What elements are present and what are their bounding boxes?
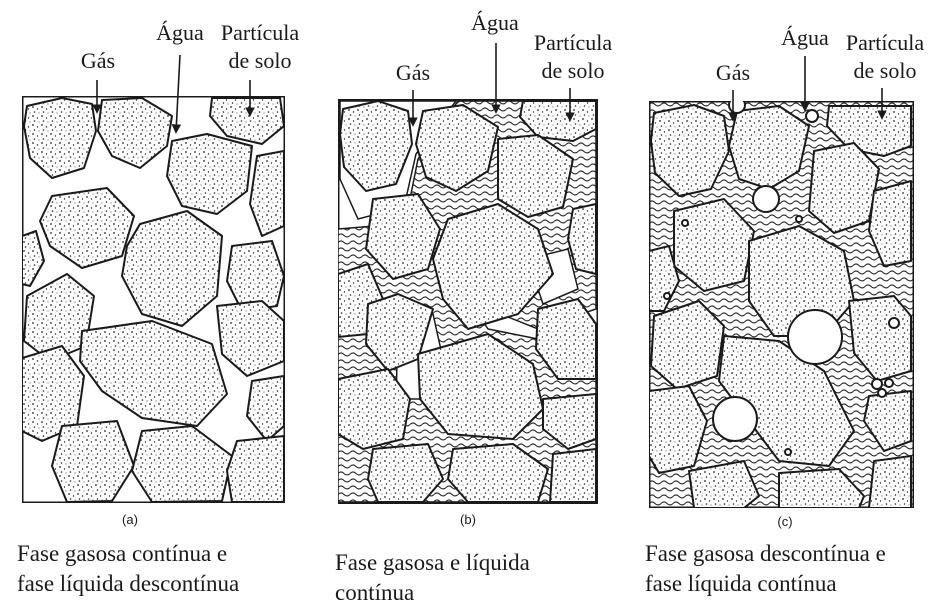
particle-label-b-line1: Partícula xyxy=(518,30,628,56)
caption-c-line2: fase líquida contínua xyxy=(645,569,886,599)
particle-label-c-line1: Partícula xyxy=(830,30,940,56)
particle-label-a-line2: de solo xyxy=(210,48,310,74)
gas-label-b: Gás xyxy=(378,60,448,86)
particle-label-c-line2: de solo xyxy=(835,58,935,84)
caption-c: Fase gasosa descontínua e fase líquida c… xyxy=(645,539,886,599)
gas-label-c: Gás xyxy=(698,60,768,86)
caption-c-line1: Fase gasosa descontínua e xyxy=(645,539,886,569)
water-arrow-a xyxy=(176,55,180,132)
panel-b-letter: (b) xyxy=(448,512,488,527)
caption-b-line1: Fase gasosa e líquida xyxy=(335,548,530,578)
gas-label-a: Gás xyxy=(63,48,133,74)
caption-b-line2: contínua xyxy=(335,578,530,608)
particle-label-a-line1: Partícula xyxy=(205,20,315,46)
panel-a-letter: (a) xyxy=(110,512,150,527)
particle-label-b-line2: de solo xyxy=(523,58,623,84)
caption-b: Fase gasosa e líquida contínua xyxy=(335,548,530,608)
caption-a-line1: Fase gasosa contínua e xyxy=(17,539,239,569)
caption-a-line2: fase líquida descontínua xyxy=(17,569,239,599)
panel-c-letter: (c) xyxy=(765,514,805,529)
caption-a: Fase gasosa contínua e fase líquida desc… xyxy=(17,539,239,599)
